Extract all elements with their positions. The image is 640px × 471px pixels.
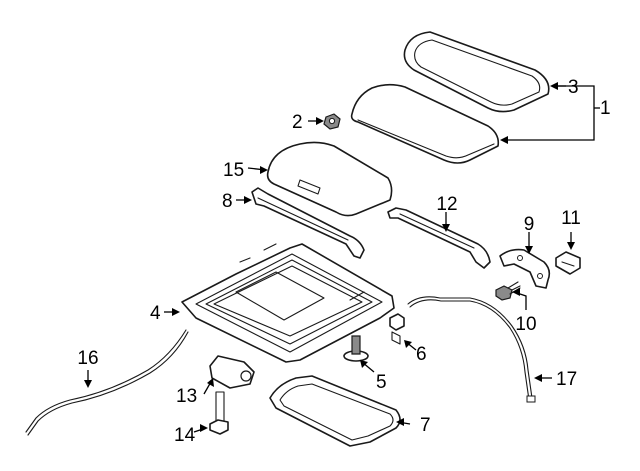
callout-labels: 1 3 2 15 8 12 9 11 10 4 6 5 16 13 14 7 1… [77, 77, 610, 446]
callout-15: 15 [223, 160, 244, 181]
part-seal-7 [269, 375, 401, 447]
part-sunshade [266, 141, 393, 217]
callout-10: 10 [515, 314, 536, 335]
callout-11: 11 [561, 208, 581, 229]
callout-16: 16 [77, 348, 98, 369]
part-screw [209, 391, 229, 435]
part-bolt-6 [389, 313, 405, 345]
callout-6: 6 [416, 344, 427, 365]
callout-8: 8 [222, 191, 233, 212]
part-drain-hose-right [407, 296, 536, 403]
callout-3: 3 [568, 77, 579, 98]
part-rear-rail [387, 207, 491, 269]
part-drain-hose-left [25, 329, 189, 436]
part-glass-panel [350, 83, 500, 164]
leader-1-bracket [502, 85, 595, 141]
callout-13: 13 [176, 386, 197, 407]
part-bolt-10 [495, 281, 521, 301]
part-motor [209, 355, 255, 389]
part-deflector [251, 187, 365, 259]
callout-12: 12 [436, 194, 457, 215]
callout-4: 4 [150, 303, 161, 324]
part-bolt-2 [323, 113, 341, 130]
part-bracket [499, 248, 551, 289]
part-frame [181, 243, 395, 363]
callout-17: 17 [556, 369, 577, 390]
callout-1: 1 [600, 98, 611, 119]
callout-14: 14 [174, 425, 196, 446]
callout-5: 5 [376, 372, 387, 393]
callout-7: 7 [420, 415, 431, 436]
callout-2: 2 [292, 112, 303, 133]
arrow-heads [84, 82, 575, 432]
part-glass-seal [403, 31, 550, 113]
callout-9: 9 [524, 214, 535, 235]
part-pin-5 [343, 335, 369, 362]
part-clip [555, 251, 581, 275]
